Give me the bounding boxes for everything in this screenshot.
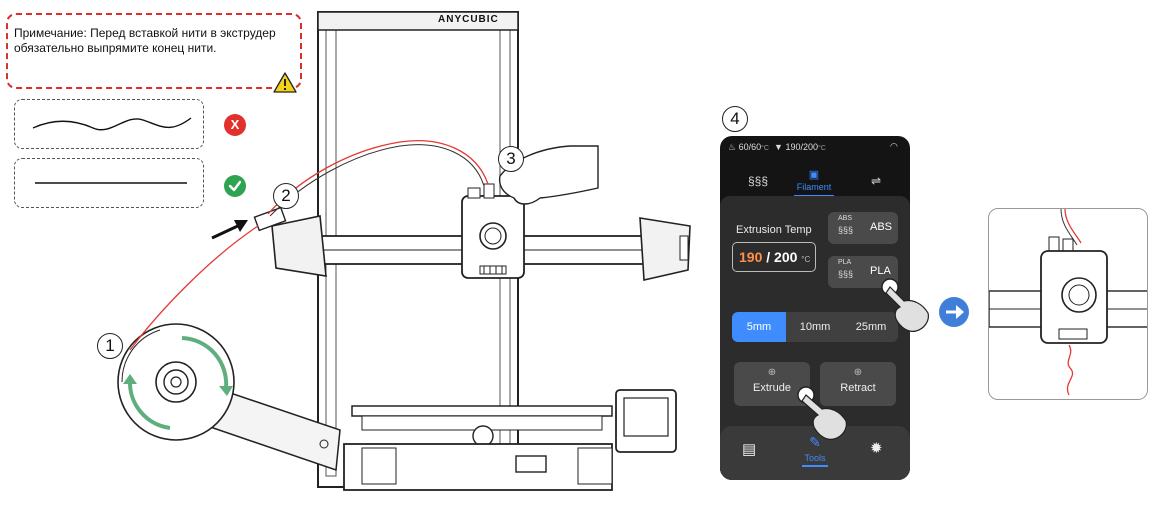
nav-active-indicator [802,465,828,467]
status-bar: ♨ 60/60°C ▼ 190/200°C [728,142,826,153]
length-10mm[interactable]: 10mm [788,312,842,342]
nozzle-temp-unit: °C [818,145,826,152]
wifi-icon: ◠ [890,141,898,152]
next-arrow-icon [938,296,970,328]
file-icon: ▤ [742,441,756,458]
temp-unit: °C [801,255,810,264]
nav-settings[interactable]: ✹ [870,439,883,457]
filament-icon: ▣ [784,168,844,181]
pla-heat-icon: §§§ [838,269,853,279]
step-3-marker: 3 [498,146,524,172]
extruder-detail-view [988,208,1148,400]
abs-heat-icon: §§§ [838,225,853,235]
temp-separator: / [766,249,770,265]
bed-temp-icon: ♨ [728,142,736,152]
step-1-marker: 1 [97,333,123,359]
hand-pointer-extrude-icon [796,383,856,443]
temp-current: 190 [739,249,762,265]
nozzle-temp: 190/200 [785,142,818,152]
pla-tag: PLA [838,259,851,266]
abs-tag: ABS [838,215,852,222]
tab-filament-label: Filament [784,182,844,192]
printer-illustration [100,0,720,514]
heat-icon: §§§ [748,174,768,188]
length-selector: 5mm 10mm 25mm [732,312,898,342]
sliders-icon: ⇌ [871,174,881,188]
step-2-marker: 2 [273,183,299,209]
material-abs-button[interactable]: ABS §§§ ABS [828,212,898,244]
nav-tools-label: Tools [800,453,830,463]
length-5mm[interactable]: 5mm [732,312,786,342]
bed-temp: 60/60 [739,142,762,152]
extrusion-temp-field[interactable]: 190 / 200 °C [732,242,816,272]
tab-heat[interactable]: §§§ [728,174,788,188]
tab-filament[interactable]: ▣ Filament [784,168,844,197]
extrude-icon: ⊕ [734,367,810,378]
hand-pointer-pla-icon [878,275,938,335]
nav-files[interactable]: ▤ [742,440,756,458]
abs-label: ABS [870,221,892,233]
bed-temp-unit: °C [761,145,769,152]
printer-brand-label: ANYCUBIC [438,14,499,25]
settings-icon: ✹ [870,440,883,457]
tab-settings[interactable]: ⇌ [846,174,906,188]
extruder-closeup [989,209,1148,400]
retract-icon: ⊕ [820,367,896,378]
temp-target: 200 [774,249,797,265]
nozzle-temp-icon: ▼ [774,142,783,152]
extrusion-temp-label: Extrusion Temp [736,224,812,236]
step-4-marker: 4 [722,106,748,132]
